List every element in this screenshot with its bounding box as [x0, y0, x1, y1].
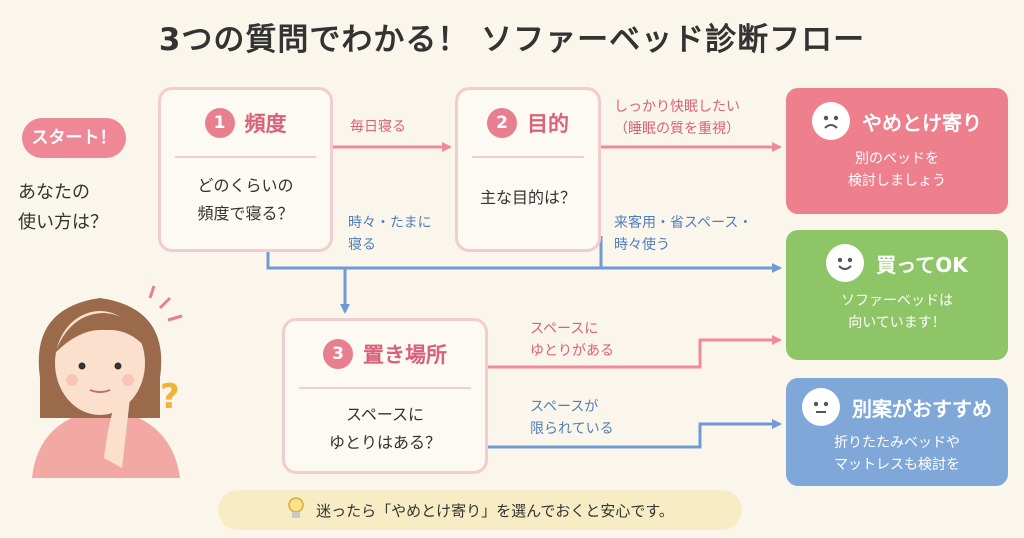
step-2-title: 目的: [527, 112, 569, 136]
arrow-space-limited: [488, 419, 782, 449]
branch-label-guest: 来客用・省スペース・ 時々使う: [614, 215, 753, 253]
arrow-occasional-to-guest: [266, 252, 782, 273]
result-alternative-title: 別案がおすすめ: [852, 396, 992, 421]
step-3-header: 3 置き場所: [285, 339, 485, 369]
step-1-title: 頻度: [244, 112, 287, 136]
step-2-box: 2 目的 主な目的は？: [455, 87, 601, 252]
page-title: 3つの質問でわかる！ ソファーベッド診断フロー: [158, 22, 866, 58]
result-card-avoid: やめとけ寄り 別のベッドを 検討しましょう: [786, 88, 1008, 214]
result-avoid-header: やめとけ寄り: [786, 102, 1008, 140]
result-card-buy: 買ってOK ソファーベッドは 向いています！: [786, 230, 1008, 360]
neutral-face-icon: [802, 388, 840, 426]
step-2-divider: [472, 156, 584, 158]
step-1-question: どのくらいの 頻度で寝る？: [197, 176, 294, 223]
result-alternative-header: 別案がおすすめ: [786, 388, 1008, 426]
arrow-space-ok: [488, 335, 782, 369]
branch-label-space-limited: スペースが 限られている: [530, 399, 614, 437]
result-card-alternative: 別案がおすすめ 折りたたみベッドや マットレスも検討を: [786, 378, 1008, 486]
start-question: あなたの 使い方は？: [18, 178, 138, 238]
thinking-person-illustration: ?: [32, 285, 183, 478]
step-3-question: スペースに ゆとりはある？: [328, 405, 441, 452]
smile-face-icon: [826, 244, 865, 282]
svg-text:?: ?: [160, 377, 180, 417]
step-2-number: 2: [487, 108, 517, 138]
step-3-title: 置き場所: [363, 343, 447, 367]
step-1-box: 1 頻度 どのくらいの 頻度で寝る？: [158, 87, 333, 252]
branch-label-sleep-focus: しっかり快眠したい （睡眠の質を重視）: [614, 99, 740, 137]
branch-label-space-ok: スペースに ゆとりがある: [530, 321, 614, 359]
step-3-number: 3: [323, 339, 353, 369]
result-avoid-text: 別のベッドを 検討しましょう: [848, 151, 946, 189]
step-3-divider: [299, 387, 471, 389]
lightbulb-icon: [286, 495, 306, 525]
branch-label-occasional: 時々・たまに 寝る: [348, 215, 432, 253]
tip-text: 迷ったら「やめとけ寄り」を選んでおくと安心です。: [316, 501, 674, 520]
start-badge: スタート！: [22, 118, 126, 158]
step-2-header: 2 目的: [458, 108, 598, 138]
result-buy-header: 買ってOK: [786, 244, 1008, 282]
branch-label-daily: 毎日寝る: [350, 119, 406, 135]
sad-face-icon: [812, 102, 850, 140]
result-buy-text: ソファーベッドは 向いています！: [841, 293, 953, 331]
start-question-text: あなたの 使い方は？: [18, 182, 108, 233]
step-2-question: 主な目的は？: [479, 188, 576, 207]
step-1-number: 1: [204, 108, 235, 138]
result-buy-title: 買ってOK: [876, 252, 968, 277]
tip-banner: 迷ったら「やめとけ寄り」を選んでおくと安心です。: [218, 490, 742, 530]
step-3-box: 3 置き場所 スペースに ゆとりはある？: [282, 318, 488, 474]
result-alternative-text: 折りたたみベッドや マットレスも検討を: [834, 435, 960, 473]
result-avoid-title: やめとけ寄り: [862, 110, 982, 135]
step-1-divider: [175, 156, 316, 158]
step-1-header: 1 頻度: [161, 108, 330, 138]
